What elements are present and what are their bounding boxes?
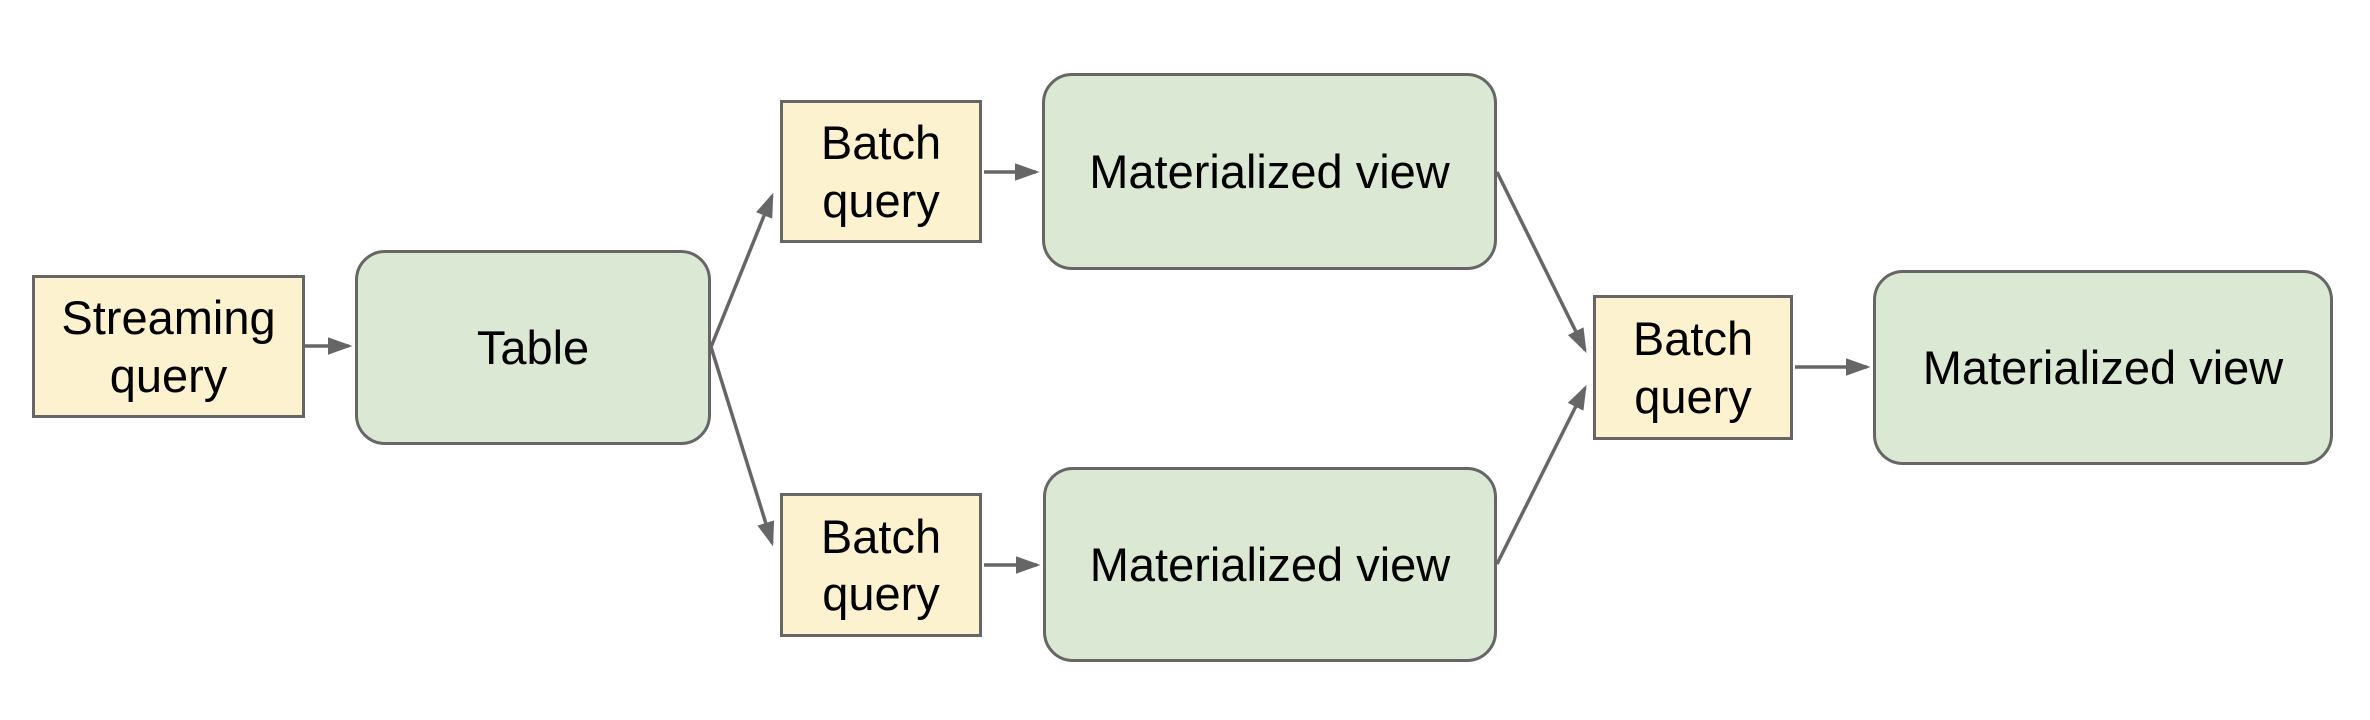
node-batch-query-right: Batch query	[1593, 295, 1793, 440]
node-label: Batch query	[820, 509, 942, 620]
node-label: Batch query	[820, 116, 942, 227]
node-batch-query-top: Batch query	[780, 100, 982, 243]
node-label: Materialized view	[1922, 340, 2284, 394]
node-label: Materialized view	[1089, 537, 1451, 591]
node-streaming-query: Streaming query	[32, 275, 305, 418]
node-table: Table	[355, 250, 711, 445]
node-label: Batch query	[1632, 312, 1754, 423]
node-label: Table	[476, 320, 590, 374]
node-materialized-view-bottom: Materialized view	[1043, 467, 1497, 662]
edge-mv-bottom-to-batch-right	[1495, 384, 1587, 565]
node-label: Materialized view	[1089, 144, 1450, 198]
edge-mv-top-to-batch-right	[1495, 171, 1587, 354]
node-materialized-view-final: Materialized view	[1873, 270, 2333, 465]
edge-table-to-batch-bottom	[709, 346, 775, 547]
edge-table-to-batch-top	[709, 192, 774, 348]
node-label: Streaming query	[61, 291, 276, 402]
node-batch-query-bottom: Batch query	[780, 493, 982, 637]
node-materialized-view-top: Materialized view	[1042, 73, 1497, 270]
